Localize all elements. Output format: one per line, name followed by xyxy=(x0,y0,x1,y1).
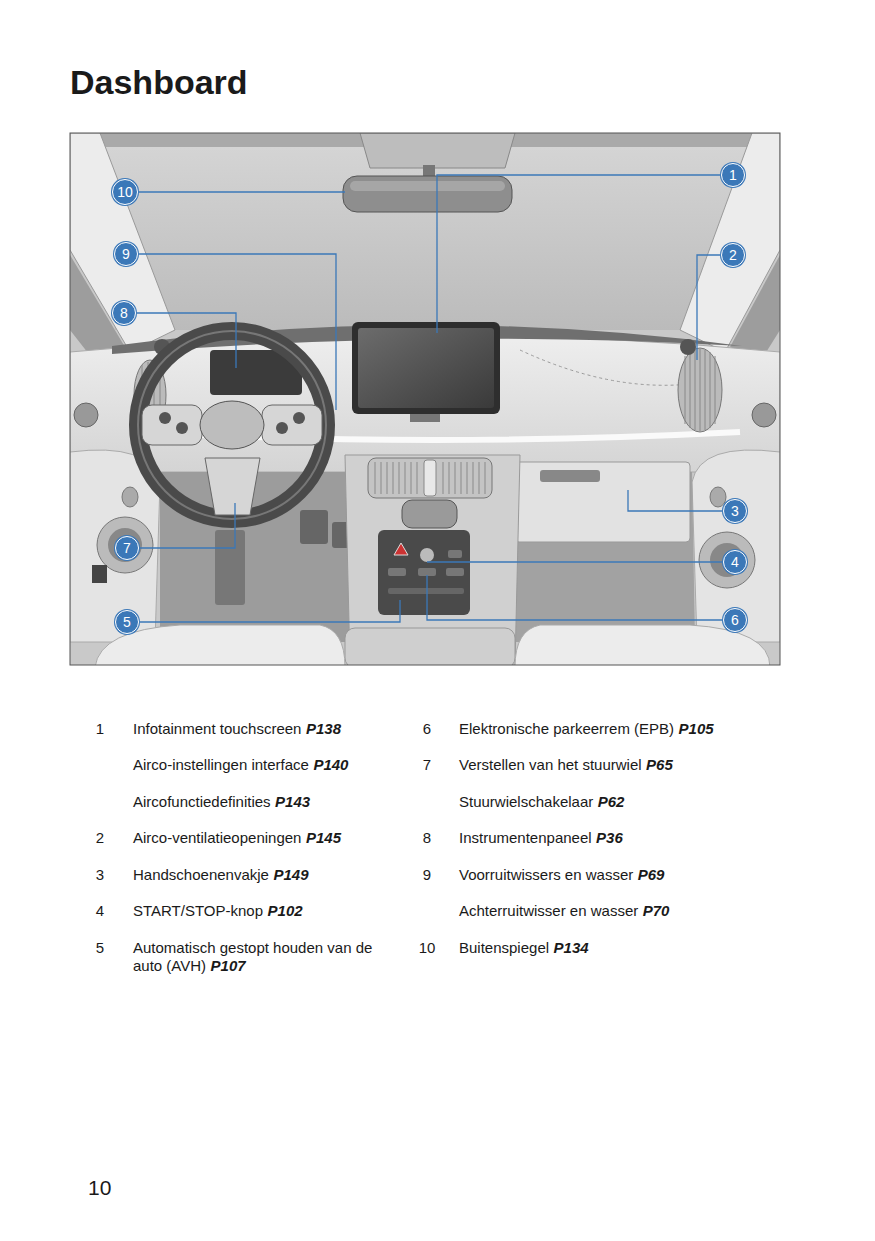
page-reference: P105 xyxy=(679,720,714,737)
item-text: Elektronische parkeerrem (EPB) xyxy=(459,720,674,737)
callout-number: 2 xyxy=(729,248,737,262)
item-text: Infotainment touchscreen xyxy=(133,720,301,737)
list-number: 9 xyxy=(417,866,437,884)
callout-number: 7 xyxy=(123,541,131,555)
list-item: Buitenspiegel P134 xyxy=(459,939,839,957)
page-reference: P143 xyxy=(275,793,310,810)
page-reference: P134 xyxy=(554,939,589,956)
list-number: 2 xyxy=(90,829,110,847)
page-reference: P138 xyxy=(306,720,341,737)
page-reference: P140 xyxy=(313,756,348,773)
leader-line xyxy=(697,255,720,360)
callout-circle: 9 xyxy=(114,242,138,266)
list-item: START/STOP-knop P102 xyxy=(133,902,395,920)
leader-line xyxy=(139,254,336,410)
callout-circle: 4 xyxy=(723,550,747,574)
list-number: 3 xyxy=(90,866,110,884)
callout-number: 1 xyxy=(729,168,737,182)
list-item: Achterruitwisser en wasser P70 xyxy=(459,902,839,920)
list-number: 5 xyxy=(90,939,110,957)
illustration-frame xyxy=(70,133,780,665)
list-item: Airco-instellingen interfaceP140 xyxy=(133,756,395,774)
list-number: 10 xyxy=(417,939,437,957)
callout-circle: 10 xyxy=(112,179,138,205)
item-text: Airco-ventilatieopeningen xyxy=(133,829,301,846)
list-number: 4 xyxy=(90,902,110,920)
callout-circle: 3 xyxy=(723,499,747,523)
leader-line xyxy=(140,503,235,548)
callout-circle: 1 xyxy=(721,163,745,187)
item-text: Automatisch gestopt houden van de auto (… xyxy=(133,939,372,974)
callout-circle: 5 xyxy=(115,610,139,634)
leader-lines xyxy=(137,175,722,622)
item-text: Voorruitwissers en wasser xyxy=(459,866,633,883)
page-reference: P65 xyxy=(646,756,673,773)
list-item: HandschoenenvakjeP149 xyxy=(133,866,395,884)
page-reference: P69 xyxy=(638,866,665,883)
page-reference: P107 xyxy=(211,957,246,974)
list-number: 7 xyxy=(417,756,437,774)
page-reference: P149 xyxy=(273,866,308,883)
list-number: 1 xyxy=(90,720,110,738)
callout-number: 10 xyxy=(117,185,133,199)
callout-number: 4 xyxy=(731,555,739,569)
item-text: Airco-instellingen interface xyxy=(133,756,309,773)
page-reference: P145 xyxy=(306,829,341,846)
leader-line xyxy=(140,600,400,622)
item-text: Buitenspiegel xyxy=(459,939,549,956)
item-text: Handschoenenvakje xyxy=(133,866,269,883)
leader-line xyxy=(138,191,345,192)
page-number: 10 xyxy=(88,1176,111,1200)
list-item: Elektronische parkeerrem (EPB) P105 xyxy=(459,720,839,738)
page-title: Dashboard xyxy=(70,62,248,103)
page-reference: P36 xyxy=(596,829,623,846)
callout-number: 3 xyxy=(731,504,739,518)
list-item: Voorruitwissers en wasser P69 xyxy=(459,866,839,884)
list-item: Verstellen van het stuurwielP65 xyxy=(459,756,839,774)
interior-drawing xyxy=(70,133,780,665)
item-text: Verstellen van het stuurwiel xyxy=(459,756,642,773)
item-text: Instrumentenpaneel xyxy=(459,829,592,846)
callout-circle: 6 xyxy=(723,608,747,632)
leader-line xyxy=(437,175,720,333)
list-number: 8 xyxy=(417,829,437,847)
list-item: Stuurwielschakelaar P62 xyxy=(459,793,839,811)
list-item: Airco-ventilatieopeningen P145 xyxy=(133,829,395,847)
list-item: AircofunctiedefinitiesP143 xyxy=(133,793,395,811)
leader-line xyxy=(427,575,722,620)
item-text: Aircofunctiedefinities xyxy=(133,793,271,810)
list-number: 6 xyxy=(417,720,437,738)
callout-circle: 2 xyxy=(721,243,745,267)
item-text: Stuurwielschakelaar xyxy=(459,793,593,810)
page-reference: P70 xyxy=(643,902,670,919)
item-text: START/STOP-knop xyxy=(133,902,263,919)
page-reference: P62 xyxy=(598,793,625,810)
list-item: Infotainment touchscreen P138 xyxy=(133,720,395,738)
leader-line xyxy=(427,561,722,562)
list-item: Automatisch gestopt houden van de auto (… xyxy=(133,939,395,975)
callout-number: 5 xyxy=(123,615,131,629)
callout-circle: 8 xyxy=(112,301,136,325)
callout-circle: 7 xyxy=(115,536,139,560)
list-item: InstrumentenpaneelP36 xyxy=(459,829,839,847)
callout-number: 8 xyxy=(120,306,128,320)
leader-line xyxy=(628,490,722,511)
item-text: Achterruitwisser en wasser xyxy=(459,902,638,919)
callout-number: 6 xyxy=(731,613,739,627)
page-reference: P102 xyxy=(268,902,303,919)
callout-number: 9 xyxy=(122,247,130,261)
leader-line xyxy=(137,313,236,368)
